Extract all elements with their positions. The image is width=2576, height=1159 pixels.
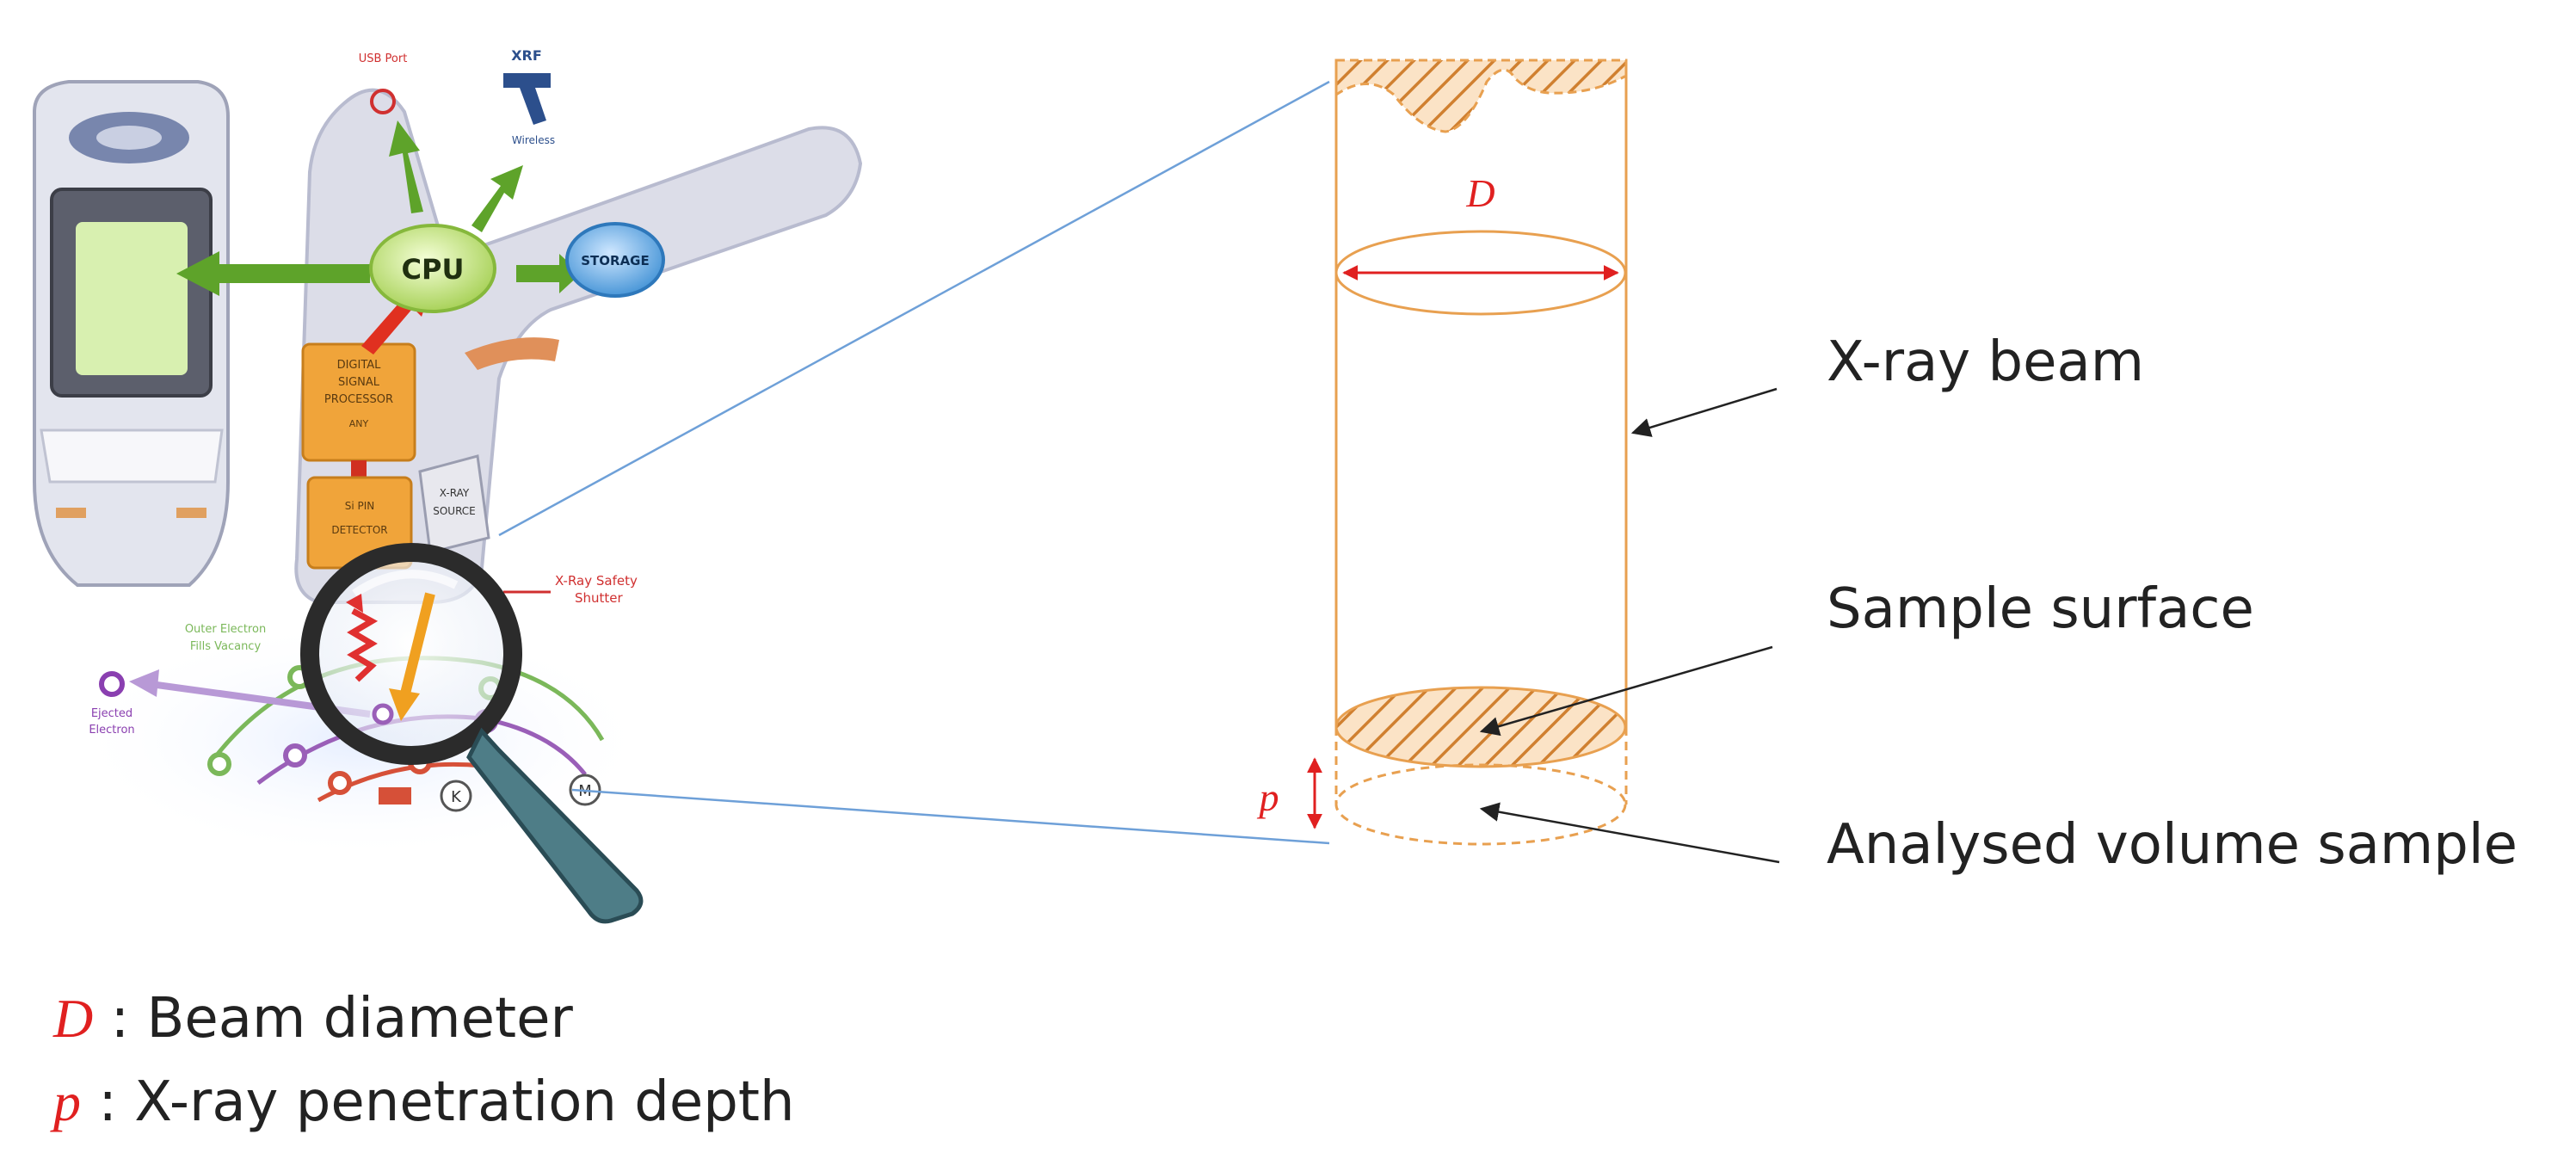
svg-text:XRF: XRF xyxy=(511,47,542,64)
analyzer-front-view xyxy=(33,80,230,587)
wireless-icon: XRF Wireless xyxy=(503,47,555,146)
arrow-to-usb xyxy=(389,120,423,213)
shell-k-marker: K xyxy=(440,780,472,812)
cpu-bubble: CPU xyxy=(369,224,496,313)
svg-text:Ejected: Ejected xyxy=(91,707,132,720)
svg-text:PROCESSOR: PROCESSOR xyxy=(324,393,393,406)
legend: D : Beam diameter p : X-ray penetration … xyxy=(50,987,795,1134)
svg-text:Wireless: Wireless xyxy=(512,134,555,146)
svg-text:Electron: Electron xyxy=(89,724,134,737)
beam-cross-section xyxy=(1334,230,1627,316)
legend-diameter: D : Beam diameter xyxy=(52,987,573,1051)
svg-text:Si PIN: Si PIN xyxy=(345,500,375,512)
usb-port-icon: USB Port xyxy=(359,52,408,114)
zoom-connector-top xyxy=(498,80,1330,537)
svg-text:DETECTOR: DETECTOR xyxy=(331,524,387,536)
safety-shutter-label: X-Ray Safety Shutter xyxy=(503,573,638,606)
legend-depth: p : X-ray penetration depth xyxy=(50,1070,795,1134)
legend-d-symbol: D xyxy=(52,988,93,1049)
sample-surface-label: Sample surface xyxy=(1827,577,2254,641)
svg-text:X-RAY: X-RAY xyxy=(440,487,470,499)
callout-arrows xyxy=(1479,387,1780,864)
depth-symbol: p xyxy=(1257,775,1279,819)
xrf-analyzer-illustration: DIGITAL SIGNAL PROCESSOR ANY Si PIN DETE… xyxy=(33,47,863,924)
analysed-volume-label: Analysed volume sample xyxy=(1827,813,2517,877)
svg-text:SOURCE: SOURCE xyxy=(433,505,476,517)
xray-source-box: X-RAY SOURCE xyxy=(418,454,490,554)
arrow-to-wireless xyxy=(471,165,523,232)
svg-text:USB Port: USB Port xyxy=(359,52,408,65)
storage-bubble: STORAGE xyxy=(565,222,665,298)
ejected-electron-label: Ejected Electron xyxy=(89,707,134,737)
svg-text:STORAGE: STORAGE xyxy=(581,253,650,268)
arrow-to-storage xyxy=(516,254,581,293)
cpu-arrows xyxy=(176,120,581,296)
legend-p-symbol: p xyxy=(50,1071,81,1132)
zoom-connector-bottom xyxy=(571,788,1330,845)
diameter-symbol: D xyxy=(1465,171,1494,215)
arrow-to-display xyxy=(176,251,370,296)
legend-p-text: : X-ray penetration depth xyxy=(81,1070,795,1134)
magnifying-glass-icon xyxy=(300,543,644,924)
svg-text:ANY: ANY xyxy=(349,418,369,429)
svg-text:K: K xyxy=(451,788,462,806)
ejected-electron-arrowhead xyxy=(129,669,159,697)
legend-d-text: : Beam diameter xyxy=(93,987,573,1051)
callout-arrow-beam xyxy=(1630,387,1778,437)
vacancy-marker xyxy=(379,787,411,805)
outer-electron-label: Outer Electron Fills Vacancy xyxy=(185,623,266,653)
beam-cut-top xyxy=(1334,59,1628,133)
dsp-box: DIGITAL SIGNAL PROCESSOR ANY xyxy=(301,342,416,462)
callout-arrow-surface xyxy=(1479,645,1773,737)
xray-beam-label: X-ray beam xyxy=(1827,330,2144,394)
svg-text:SIGNAL: SIGNAL xyxy=(338,376,380,389)
svg-text:CPU: CPU xyxy=(402,253,465,286)
zoom-connector-lines xyxy=(498,80,1330,845)
svg-text:Fills Vacancy: Fills Vacancy xyxy=(190,640,262,653)
dsp-connector xyxy=(351,460,367,478)
detector-box: Si PIN DETECTOR xyxy=(306,476,413,570)
svg-text:Shutter: Shutter xyxy=(575,590,624,606)
sample-surface xyxy=(1334,686,1627,768)
svg-text:DIGITAL: DIGITAL xyxy=(337,359,382,372)
svg-text:Outer Electron: Outer Electron xyxy=(185,623,266,636)
analysed-volume xyxy=(1334,763,1627,846)
beam-cylinder: D p xyxy=(1257,59,1628,846)
svg-text:X-Ray Safety: X-Ray Safety xyxy=(555,573,638,589)
callout-arrow-volume xyxy=(1479,802,1780,864)
